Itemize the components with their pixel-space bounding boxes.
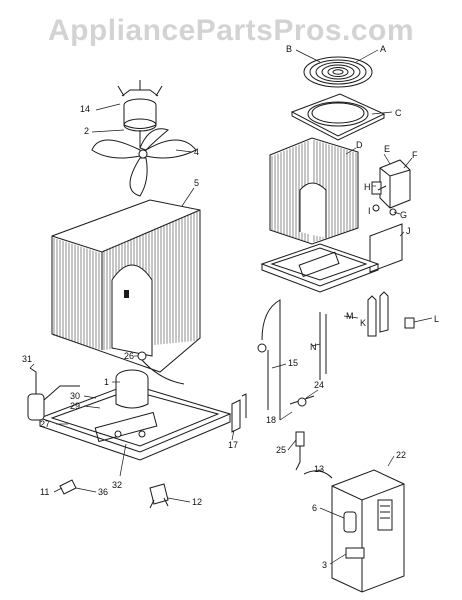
- bracket: [231, 393, 247, 433]
- leader-lines: [29, 49, 433, 565]
- callout-13: 13: [314, 464, 324, 474]
- callout-E: E: [384, 144, 390, 154]
- callout-C: C: [395, 108, 402, 118]
- coil-left: [51, 199, 201, 373]
- coil-right: [269, 137, 359, 245]
- callout-F: F: [412, 150, 418, 160]
- valve-assembly: [289, 395, 315, 471]
- callout-4: 4: [194, 147, 199, 157]
- fan-blade: [91, 128, 197, 197]
- fan-motor: [117, 80, 163, 148]
- callout-12: 12: [192, 497, 202, 507]
- compressor-base: [38, 351, 232, 461]
- callout-18: 18: [266, 415, 276, 425]
- callout-N: N: [310, 342, 317, 352]
- tubing-assembly: [257, 299, 327, 420]
- callout-25: 25: [276, 445, 286, 455]
- watermark: AppliancePartsPros.com: [47, 14, 415, 47]
- callout-M: M: [346, 311, 354, 321]
- callout-30: 30: [70, 391, 80, 401]
- base-pan-right: [260, 243, 380, 293]
- callout-29: 29: [70, 401, 80, 411]
- callout-15: 15: [288, 358, 298, 368]
- control-cabinet: [303, 469, 405, 593]
- callout-32: 32: [112, 480, 122, 490]
- callout-17: 17: [228, 440, 238, 450]
- callout-J: J: [406, 226, 411, 236]
- callout-5: 5: [194, 178, 199, 188]
- fan-guard: [303, 56, 373, 88]
- callout-36: 36: [98, 487, 108, 497]
- callout-22: 22: [396, 450, 406, 460]
- top-panel: [290, 93, 386, 141]
- callout-G: G: [400, 210, 407, 220]
- callout-A: A: [380, 44, 386, 54]
- callout-2: 2: [84, 126, 89, 136]
- callout-26: 26: [124, 351, 134, 361]
- callout-H: H: [364, 182, 371, 192]
- callout-11: 11: [40, 487, 49, 497]
- callout-3: 3: [322, 560, 327, 570]
- callout-L: L: [434, 314, 439, 324]
- callout-labels: B A C 14 2 4 D E F H G I 5 J M K L N 31 …: [22, 44, 439, 570]
- callout-31: 31: [22, 354, 32, 364]
- access-panel: [369, 223, 403, 273]
- callout-1: 1: [104, 377, 109, 387]
- callout-27: 27: [40, 419, 50, 429]
- corner-posts: [367, 291, 415, 337]
- control-box: [371, 159, 411, 216]
- callout-14: 14: [80, 104, 90, 114]
- callout-K: K: [360, 318, 366, 328]
- callout-6: 6: [312, 503, 317, 513]
- callout-B: B: [286, 44, 292, 54]
- callout-I: I: [368, 206, 371, 216]
- callout-D: D: [356, 140, 363, 150]
- callout-24: 24: [314, 380, 324, 390]
- accumulator: [27, 367, 80, 421]
